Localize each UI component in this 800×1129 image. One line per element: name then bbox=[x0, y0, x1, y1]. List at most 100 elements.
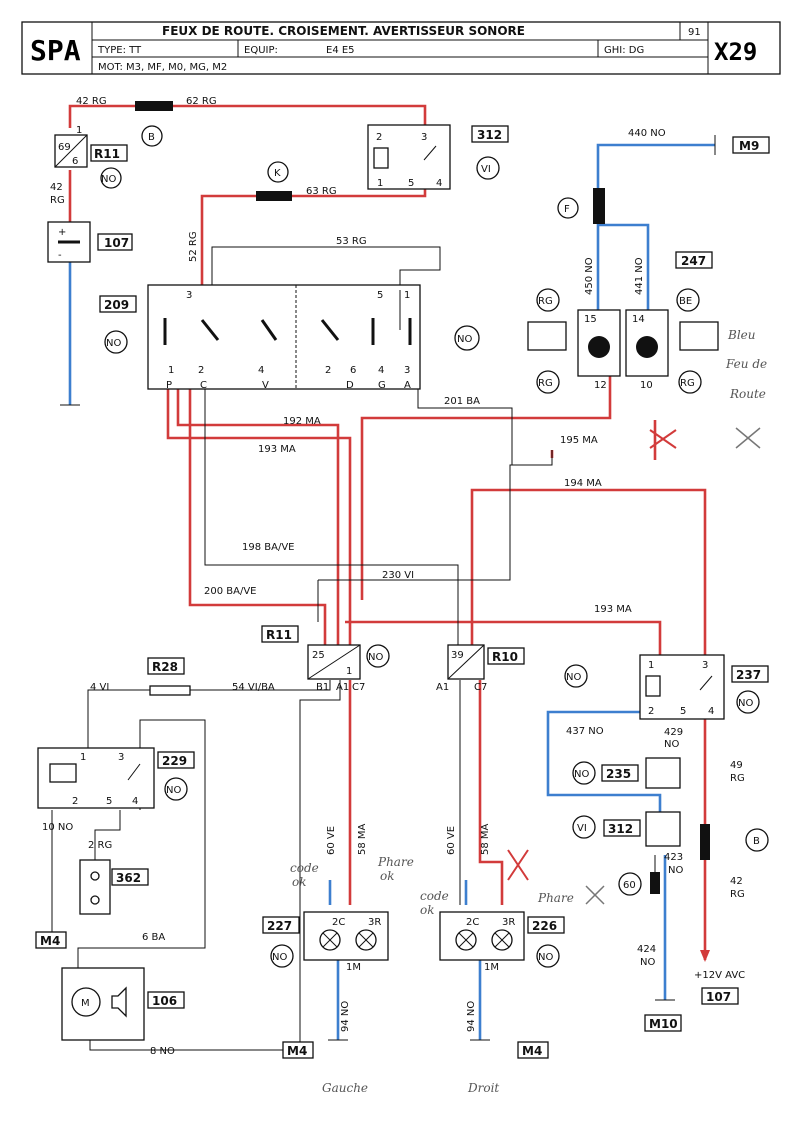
relay-237: 1 3 2 5 4 237 NO bbox=[639, 654, 769, 720]
handwriting-bleu-3: Route bbox=[729, 387, 766, 401]
wires-w6ba: 6 BA bbox=[142, 932, 165, 943]
pins-rel-69: 69 bbox=[58, 142, 71, 153]
components-c362: 362 bbox=[116, 871, 141, 885]
wires-w424no-a: 424 bbox=[637, 944, 656, 955]
pins-r312-3: 3 bbox=[421, 132, 427, 143]
pins-r312-1: 1 bbox=[377, 178, 383, 189]
connector-b-right: B bbox=[700, 824, 769, 962]
headlamps-247: 15 14 12 10 247 RG BE RG RG bbox=[527, 251, 719, 394]
pins-sw-V: V bbox=[262, 380, 269, 391]
components-no-226: NO bbox=[538, 952, 553, 963]
wires-w8no: 8 NO bbox=[150, 1046, 175, 1057]
pins-l226-2c: 2C bbox=[466, 917, 479, 928]
components-be: BE bbox=[679, 296, 692, 307]
pins-r229-2: 2 bbox=[72, 796, 78, 807]
components-no-237: NO bbox=[738, 698, 753, 709]
relay-r11-mid: 25 1 B1 A1 C7 R11 NO bbox=[261, 625, 390, 693]
pins-r312-2: 2 bbox=[376, 132, 382, 143]
wires-w60ve-r: 60 VE bbox=[446, 826, 457, 855]
components-no-209-left: NO bbox=[106, 338, 121, 349]
wires-w2rg: 2 RG bbox=[88, 840, 112, 851]
components-rg-a: RG bbox=[538, 296, 553, 307]
pins-rel25-1: 1 bbox=[346, 666, 352, 677]
components-c107-bot: 107 bbox=[706, 990, 731, 1004]
pins-l227-2c: 2C bbox=[332, 917, 345, 928]
components-c229: 229 bbox=[162, 754, 187, 768]
pins-r237-1: 1 bbox=[648, 660, 654, 671]
handwritten-notes: Bleu Feu de Route code ok Phare ok code … bbox=[290, 328, 767, 1095]
type-label: TYPE: TT bbox=[97, 45, 142, 56]
connectors-f: F bbox=[564, 204, 570, 215]
wires-w230vi: 230 VI bbox=[382, 570, 414, 581]
wires-w42rg-side-a: 42 bbox=[50, 182, 63, 193]
components-no-229: NO bbox=[166, 785, 181, 796]
pins-sw-A: A bbox=[404, 380, 411, 391]
pins-lamp-12: 12 bbox=[594, 380, 607, 391]
pins-rel25-c7: C7 bbox=[352, 682, 365, 693]
handwriting-phare-ok-2: ok bbox=[380, 869, 395, 883]
components-no-r11-top: NO bbox=[101, 174, 116, 185]
pins-rel39: 39 bbox=[451, 650, 464, 661]
components-c237: 237 bbox=[736, 668, 761, 682]
headlamp-226: 2C 3R 1M 226 NO bbox=[439, 911, 565, 973]
pins-rel25-b1: B1 bbox=[316, 682, 329, 693]
grounds-bottom: M4 M4 M10 +12V AVC 107 bbox=[60, 404, 745, 1059]
wires-w10no: 10 NO bbox=[42, 822, 73, 833]
wires-w450no: 450 NO bbox=[584, 257, 595, 295]
diagram-code: X29 bbox=[714, 38, 757, 66]
pins-sw-D: D bbox=[346, 380, 354, 391]
wires-w429no-a: 429 bbox=[664, 727, 683, 738]
diagram-title: FEUX DE ROUTE. CROISEMENT. AVERTISSEUR S… bbox=[162, 24, 525, 38]
handwriting-gauche: Gauche bbox=[322, 1081, 368, 1095]
relay-312-top: 2 3 1 5 4 312 VI bbox=[367, 124, 509, 190]
relay-235: 235 NO bbox=[572, 757, 681, 789]
wires-w42rg-bot-a: 42 bbox=[730, 876, 743, 887]
pins-r229-1: 1 bbox=[80, 752, 86, 763]
connectors-k: K bbox=[274, 168, 281, 179]
pins-rel39-c7: C7 bbox=[474, 682, 487, 693]
wires-w198bave: 198 BA/VE bbox=[242, 542, 295, 553]
components-c60: 60 bbox=[623, 880, 636, 891]
wires-w201ba: 201 BA bbox=[444, 396, 480, 407]
pins-sw-C: C bbox=[200, 380, 207, 391]
blue-wires bbox=[68, 143, 715, 1040]
components-c312-top: 312 bbox=[477, 128, 502, 142]
headlamp-227: 2C 3R 1M 227 NO bbox=[262, 911, 389, 973]
components-no-227: NO bbox=[272, 952, 287, 963]
handwriting-phare-ok-1: Phare bbox=[377, 855, 414, 869]
wires-w60ve-l: 60 VE bbox=[326, 826, 337, 855]
equip-label: EQUIP: bbox=[244, 45, 278, 56]
components-c312-bot: 312 bbox=[608, 822, 633, 836]
wires-w193ma-a: 193 MA bbox=[258, 444, 296, 455]
wires-w49rg-a: 49 bbox=[730, 760, 743, 771]
components-r10: R10 bbox=[492, 650, 518, 664]
wires-w62rg: 62 RG bbox=[186, 96, 217, 107]
pins-l227-3r: 3R bbox=[368, 917, 381, 928]
pins-lamp-10: 10 bbox=[640, 380, 653, 391]
relay-r10: 39 A1 C7 R10 NO bbox=[436, 644, 588, 693]
pins-sw-3b: 3 bbox=[404, 365, 410, 376]
wires-w42rg-bot-b: RG bbox=[730, 889, 745, 900]
components-supply: +12V AVC bbox=[694, 970, 745, 981]
components-m4-bot-right: M4 bbox=[522, 1044, 542, 1058]
components-no-235: NO bbox=[574, 769, 589, 780]
handwriting-bleu-2: Feu de bbox=[725, 357, 767, 371]
wires-w42rg-side-b: RG bbox=[50, 195, 65, 206]
pins-r237-2: 2 bbox=[648, 706, 654, 717]
relay-r11-top: 69 6 1 R11 NO bbox=[54, 125, 128, 189]
pins-r312-4: 4 bbox=[436, 178, 442, 189]
mot-label: MOT: M3, MF, M0, MG, M2 bbox=[98, 62, 227, 73]
pins-r229-5: 5 bbox=[106, 796, 112, 807]
wires-w437no: 437 NO bbox=[566, 726, 604, 737]
pins-sw-5: 5 bbox=[377, 290, 383, 301]
components-m10: M10 bbox=[649, 1017, 678, 1031]
wires-w58ma-l: 58 MA bbox=[357, 823, 368, 855]
connector-r28: R28 bbox=[147, 657, 191, 696]
handwriting-phare-x: Phare bbox=[537, 891, 574, 905]
page-number: 91 bbox=[688, 27, 701, 38]
title-block: SPA FEUX DE ROUTE. CROISEMENT. AVERTISSE… bbox=[21, 21, 781, 75]
pins-sw-p1: 1 bbox=[168, 365, 174, 376]
components-rg-b: RG bbox=[538, 378, 553, 389]
components-c107-left: 107 bbox=[104, 236, 129, 250]
components-vi-top: VI bbox=[481, 164, 491, 175]
